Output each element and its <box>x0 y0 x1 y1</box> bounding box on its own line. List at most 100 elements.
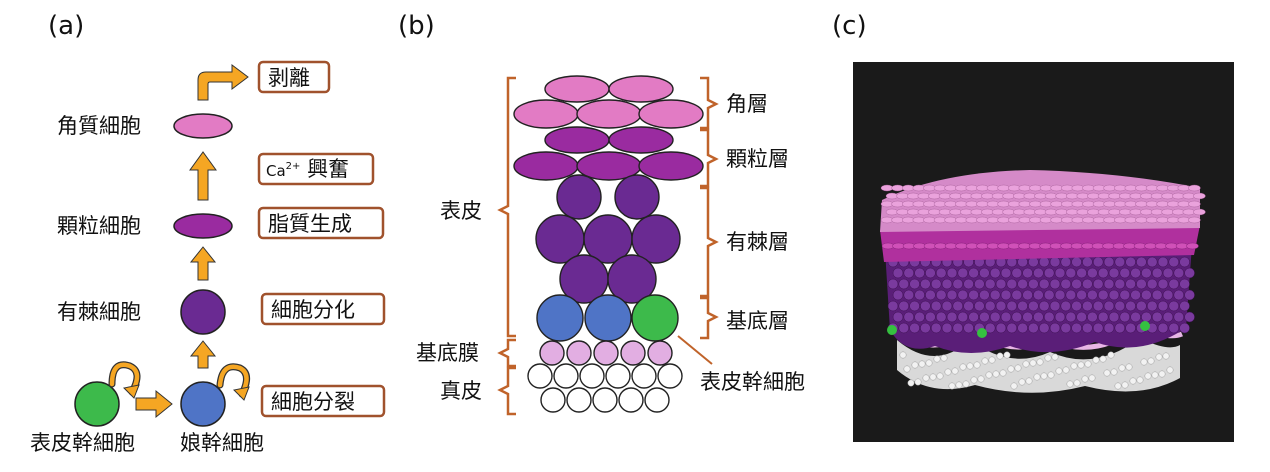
spinous-sphere <box>1011 289 1023 301</box>
spinous-sphere <box>1087 267 1098 279</box>
spinous-sphere <box>1097 289 1109 301</box>
spinous-sphere <box>1146 256 1158 268</box>
spinous-sphere <box>989 311 1001 323</box>
granular-ellipse <box>1060 242 1073 250</box>
corneum-ellipse <box>1013 208 1026 216</box>
corneum-ellipse <box>1071 216 1085 224</box>
dermis-sphere <box>918 360 926 368</box>
spinous-sphere <box>1157 322 1169 334</box>
dermis-sphere <box>1118 364 1126 372</box>
spinous-sphere <box>903 311 915 323</box>
granular-ellipse <box>1112 242 1126 250</box>
spinous-sphere <box>1108 289 1120 301</box>
corneum-ellipse <box>1013 192 1026 200</box>
spinous-sphere <box>1049 300 1061 312</box>
panel-label-b: (b) <box>398 11 435 41</box>
corneum-ellipse <box>1034 192 1047 200</box>
spinous-sphere <box>1022 311 1033 323</box>
epidermis-bracket <box>497 76 516 338</box>
corneum-ellipse <box>880 200 894 208</box>
spinous-sphere <box>1076 289 1087 301</box>
corneum-ellipse <box>1135 200 1148 208</box>
spinous-sphere <box>1017 278 1028 290</box>
corneum-ellipse <box>896 192 909 200</box>
corneum-ellipse <box>912 216 925 224</box>
dermis-cell <box>631 363 657 389</box>
dermis-sphere <box>925 359 933 367</box>
spinous-sphere <box>1000 289 1012 301</box>
spinous-sphere <box>1125 322 1136 334</box>
corneum-ellipse <box>1087 192 1100 200</box>
corneum-ellipse <box>891 184 904 192</box>
corneum-ellipse <box>1118 192 1132 200</box>
corneum-ellipse <box>880 216 894 224</box>
granular-ellipse <box>1091 242 1105 250</box>
granular-ellipse <box>913 242 926 250</box>
dermis-sphere <box>1107 351 1115 359</box>
granular-ellipse <box>1165 242 1178 250</box>
dermis-sphere <box>929 373 937 381</box>
corneum-ellipse <box>1113 184 1127 192</box>
spinous-sphere <box>1060 256 1072 268</box>
corneum-ellipse <box>891 216 904 224</box>
spinous-sphere <box>903 267 915 279</box>
corneum-ellipse <box>986 216 1000 224</box>
dermis-sphere <box>966 362 974 370</box>
corneum-ellipse <box>1055 208 1068 216</box>
dermis-sphere <box>1162 352 1170 360</box>
corneum-ellipse <box>1177 216 1191 224</box>
corneum-ellipse <box>976 184 989 192</box>
spinous-sphere <box>1162 267 1174 279</box>
spinous-sphere <box>968 289 979 301</box>
corneum-ellipse <box>991 192 1005 200</box>
spinous-sphere <box>1114 322 1126 334</box>
corneum-ellipse <box>933 216 947 224</box>
corneum-ellipse <box>923 184 936 192</box>
dermis-sphere <box>1022 360 1030 368</box>
dermis-sphere <box>962 380 970 388</box>
spinous-sphere <box>1157 278 1169 290</box>
spinous-sphere <box>941 322 953 334</box>
spinous-layer-cell <box>556 174 602 220</box>
spinous-sphere <box>1006 322 1018 334</box>
spinous-sphere <box>995 300 1007 312</box>
granular-ellipse <box>944 242 958 250</box>
spinous-sphere <box>974 278 985 290</box>
division-box <box>260 384 386 418</box>
stem-cell-pointer <box>677 335 713 365</box>
corneum-ellipse <box>1129 192 1143 200</box>
spinous-sphere <box>1141 267 1152 279</box>
spinous-sphere <box>1043 289 1055 301</box>
corneum-ellipse <box>976 216 989 224</box>
spinous-sphere <box>1060 278 1072 290</box>
spinous-sphere <box>1017 322 1028 334</box>
corneum-ellipse <box>1177 200 1191 208</box>
dermis-sphere <box>944 368 952 376</box>
corneum-ellipse <box>970 208 983 216</box>
granular-ellipse <box>892 242 905 250</box>
corneum-ellipse <box>944 216 957 224</box>
differentiation-label: 細胞分化 <box>271 298 355 322</box>
corneum-ellipse <box>1135 184 1148 192</box>
corneum-ellipse <box>1150 192 1164 200</box>
spinous-layer-cell <box>607 254 657 304</box>
dermis-sphere <box>1070 362 1078 370</box>
spinous-sphere <box>1168 256 1180 268</box>
render-stem-cell <box>977 328 987 338</box>
spinous-sphere <box>979 289 990 301</box>
spinous-sphere <box>920 300 931 312</box>
spinous-sphere <box>1114 256 1126 268</box>
spinous-sphere <box>946 267 958 279</box>
spinous-sphere <box>1011 311 1023 323</box>
spinous-sphere <box>995 322 1007 334</box>
spinous-sphere <box>1141 311 1152 323</box>
spinous-sphere <box>1125 256 1136 268</box>
spinous-sphere <box>1017 300 1028 312</box>
spinous-sphere <box>1157 256 1169 268</box>
dermis-sphere <box>1081 375 1089 383</box>
spinous-sphere <box>1179 300 1190 312</box>
dermis-sphere <box>985 371 993 379</box>
corneum-ellipse <box>902 184 915 192</box>
spinous-sphere <box>1054 311 1066 323</box>
basement-membrane-cell <box>647 340 673 366</box>
